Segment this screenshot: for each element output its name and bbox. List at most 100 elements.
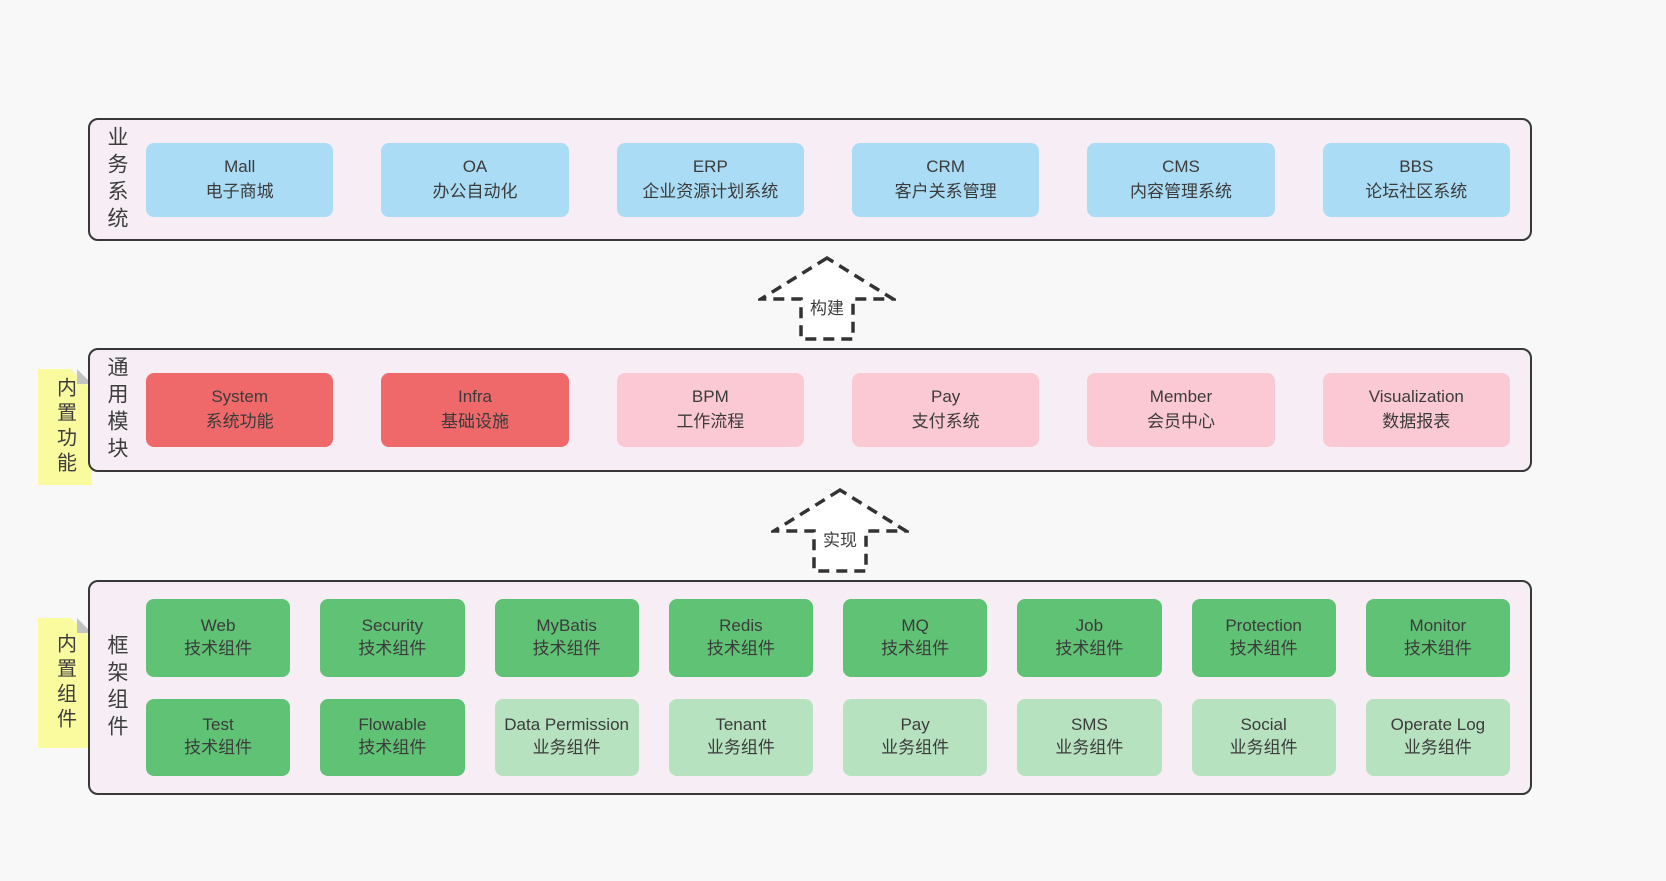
box-subtitle: 业务组件 [532, 738, 601, 758]
box-subtitle: 论坛社区系统 [1365, 181, 1468, 201]
box-row: Mall 电子商城 OA 办公自动化 ERP 企业资源计划系统 CRM 客户关系… [142, 120, 1530, 239]
box-bbs: BBS 论坛社区系统 [1322, 142, 1510, 217]
sticky-note-label: 内置功能 [53, 377, 76, 477]
box-subtitle: 业务组件 [1229, 738, 1298, 758]
box-title: CRM [926, 156, 965, 176]
box-subtitle: 企业资源计划系统 [642, 181, 779, 201]
box-subtitle: 业务组件 [706, 738, 775, 758]
box-erp: ERP 企业资源计划系统 [616, 142, 804, 217]
box-pay: Pay 支付系统 [851, 373, 1040, 447]
box-social: Social 业务组件 [1191, 698, 1336, 776]
box-sms: SMS 业务组件 [1017, 698, 1162, 776]
up-arrow-icon [758, 255, 896, 341]
box-tenant: Tenant 业务组件 [668, 698, 813, 776]
box-title: Tenant [715, 715, 767, 735]
box-cms: CMS 内容管理系统 [1087, 142, 1275, 217]
box-subtitle: 技术组件 [1055, 638, 1124, 658]
band-label: 通用模块 [105, 356, 128, 464]
box-mall: Mall 电子商城 [146, 142, 334, 217]
box-subtitle: 内容管理系统 [1129, 181, 1232, 201]
arrow-label: 实现 [823, 531, 857, 550]
box-subtitle: 客户关系管理 [894, 181, 997, 201]
box-title: Protection [1225, 615, 1302, 635]
box-title: Security [361, 615, 424, 635]
box-subtitle: 技术组件 [1403, 638, 1472, 658]
box-title: Pay [900, 715, 930, 735]
sticky-note-builtin-features: 内置功能 [38, 369, 92, 485]
box-title: Redis [719, 615, 763, 635]
box-mq: MQ 技术组件 [843, 599, 988, 677]
box-subtitle: 业务组件 [881, 738, 950, 758]
box-crm: CRM 客户关系管理 [851, 142, 1040, 217]
box-subtitle: 技术组件 [532, 638, 601, 658]
sticky-note-builtin-components: 内置组件 [38, 618, 92, 748]
box-title: Operate Log [1390, 715, 1486, 735]
box-mybatis: MyBatis 技术组件 [494, 599, 639, 677]
box-title: Data Permission [504, 715, 629, 735]
box-title: Flowable [358, 715, 427, 735]
band-label: 框架组件 [105, 633, 128, 742]
box-redis: Redis 技术组件 [668, 599, 813, 677]
box-title: Job [1075, 615, 1104, 635]
band-framework-components: 框架组件 Web 技术组件 Security 技术组件 MyBatis 技术组件… [88, 580, 1532, 795]
box-subtitle: 技术组件 [184, 738, 253, 758]
box-title: OA [462, 156, 488, 176]
box-grid: Web 技术组件 Security 技术组件 MyBatis 技术组件 Redi… [142, 582, 1530, 793]
box-title: CMS [1162, 156, 1200, 176]
box-subtitle: 技术组件 [881, 638, 950, 658]
box-subtitle: 技术组件 [184, 638, 253, 658]
up-arrow-icon [771, 487, 909, 573]
sticky-note-label: 内置组件 [53, 633, 76, 733]
box-subtitle: 业务组件 [1403, 738, 1472, 758]
band-business-systems: 业务系统 Mall 电子商城 OA 办公自动化 ERP 企业资源计划系统 CRM… [88, 118, 1532, 241]
box-member: Member 会员中心 [1087, 373, 1275, 447]
box-subtitle: 技术组件 [706, 638, 775, 658]
box-subtitle: 电子商城 [205, 181, 274, 201]
arrow-label: 构建 [810, 299, 844, 318]
box-subtitle: 会员中心 [1146, 412, 1215, 431]
box-title: Visualization [1368, 387, 1464, 407]
box-title: BPM [691, 387, 729, 407]
box-title: MQ [901, 615, 929, 635]
box-subtitle: 业务组件 [1055, 738, 1124, 758]
box-operate-log: Operate Log 业务组件 [1365, 698, 1510, 776]
box-title: System [211, 387, 268, 407]
arrow-build: 构建 [758, 255, 896, 343]
box-title: Social [1240, 715, 1287, 735]
box-title: MyBatis [536, 615, 597, 635]
box-flowable: Flowable 技术组件 [320, 698, 465, 776]
box-infra: Infra 基础设施 [381, 373, 569, 447]
box-test: Test 技术组件 [146, 698, 291, 776]
box-oa: OA 办公自动化 [381, 142, 569, 217]
box-subtitle: 技术组件 [358, 738, 427, 758]
box-subtitle: 技术组件 [1229, 638, 1298, 658]
box-subtitle: 支付系统 [911, 412, 980, 431]
box-title: SMS [1070, 715, 1108, 735]
box-system: System 系统功能 [146, 373, 334, 447]
band-label: 业务系统 [105, 125, 128, 234]
box-protection: Protection 技术组件 [1191, 599, 1336, 677]
box-title: Web [200, 615, 236, 635]
box-data-permission: Data Permission 业务组件 [494, 698, 639, 776]
box-subtitle: 工作流程 [676, 412, 745, 431]
arrow-implement: 实现 [771, 487, 909, 575]
box-security: Security 技术组件 [320, 599, 465, 677]
box-title: Pay [931, 387, 961, 407]
box-title: Member [1149, 387, 1213, 407]
box-title: Monitor [1409, 615, 1467, 635]
box-title: Infra [457, 387, 492, 407]
box-subtitle: 系统功能 [205, 412, 274, 431]
box-title: BBS [1399, 156, 1434, 176]
box-pay-component: Pay 业务组件 [843, 698, 988, 776]
box-visualization: Visualization 数据报表 [1322, 373, 1510, 447]
box-title: Mall [224, 156, 256, 176]
box-subtitle: 技术组件 [358, 638, 427, 658]
box-bpm: BPM 工作流程 [616, 373, 804, 447]
box-subtitle: 基础设施 [440, 412, 509, 431]
box-row: System 系统功能 Infra 基础设施 BPM 工作流程 Pay 支付系统… [142, 350, 1530, 470]
box-web: Web 技术组件 [146, 599, 291, 677]
box-title: Test [202, 715, 234, 735]
box-job: Job 技术组件 [1017, 599, 1162, 677]
box-subtitle: 数据报表 [1382, 412, 1451, 431]
